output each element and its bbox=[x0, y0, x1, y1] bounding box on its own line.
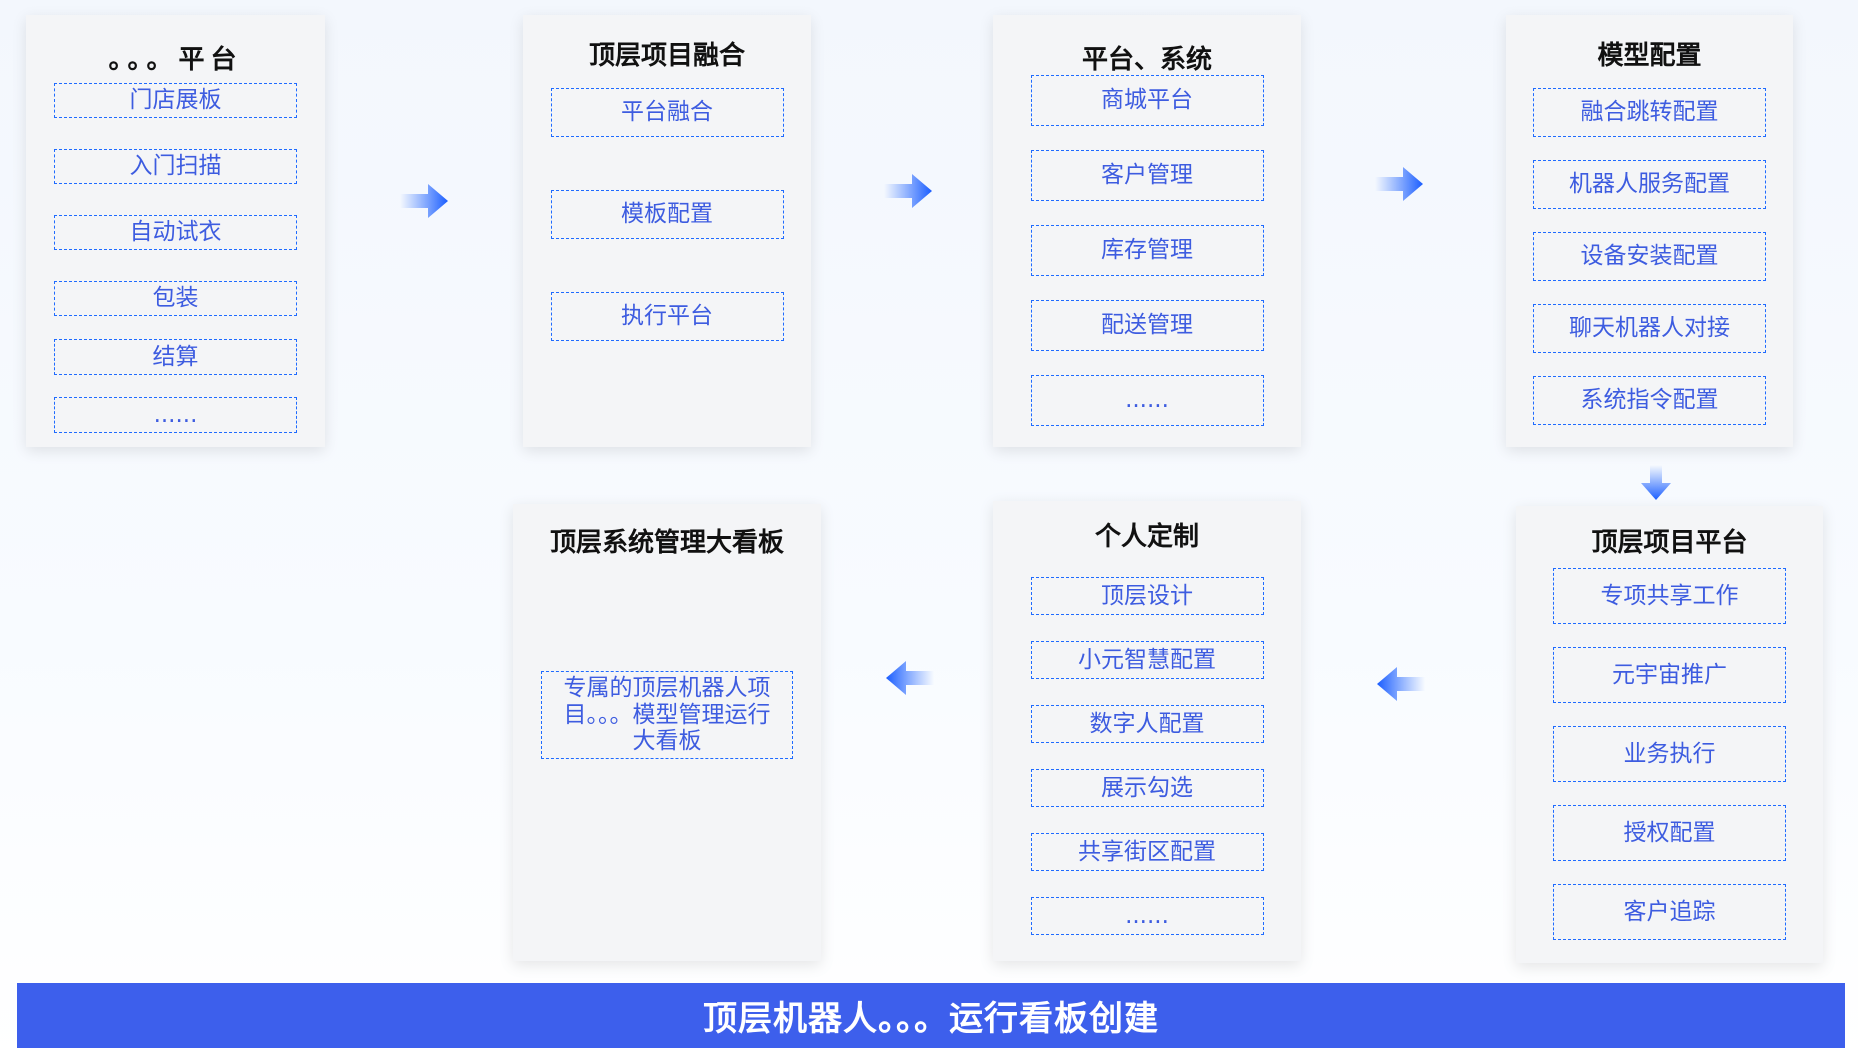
card-title: 。。。平台 bbox=[108, 45, 243, 75]
item-system-command-config[interactable]: 系统指令配置 bbox=[1533, 376, 1766, 425]
item-mall-platform[interactable]: 商城平台 bbox=[1030, 75, 1264, 126]
item-display-select[interactable]: 展示勾选 bbox=[1030, 769, 1264, 807]
item-metaverse-promotion[interactable]: 元宇宙推广 bbox=[1553, 647, 1786, 703]
card-project-fusion: 顶层项目融合 平台融合 模板配置 执行平台 bbox=[523, 15, 811, 447]
card-title: 顶层项目融合 bbox=[588, 41, 745, 71]
arrow-left-icon bbox=[886, 661, 934, 695]
card-model-config: 模型配置 融合跳转配置 机器人服务配置 设备安装配置 聊天机器人对接 系统指令配… bbox=[1506, 15, 1793, 447]
item-more[interactable]: ...... bbox=[1030, 897, 1264, 935]
item-chatbot-integration[interactable]: 聊天机器人对接 bbox=[1533, 304, 1766, 353]
item-shared-work[interactable]: 专项共享工作 bbox=[1553, 568, 1786, 624]
item-authorization-config[interactable]: 授权配置 bbox=[1553, 805, 1786, 861]
item-dashboard-description[interactable]: 专属的顶层机器人项目。。。模型管理运行大看板 bbox=[541, 671, 793, 759]
item-robot-service-config[interactable]: 机器人服务配置 bbox=[1533, 160, 1766, 209]
item-top-design[interactable]: 顶层设计 bbox=[1030, 577, 1264, 615]
arrow-right-icon bbox=[400, 184, 448, 218]
item-entry-scan[interactable]: 入门扫描 bbox=[54, 149, 297, 184]
item-customer-tracking[interactable]: 客户追踪 bbox=[1553, 884, 1786, 940]
card-platform: 。。。平台 门店展板 入门扫描 自动试衣 包装 结算 ...... bbox=[26, 15, 325, 447]
item-shared-block-config[interactable]: 共享街区配置 bbox=[1030, 833, 1264, 871]
item-device-install-config[interactable]: 设备安装配置 bbox=[1533, 232, 1766, 281]
item-more[interactable]: ...... bbox=[1030, 375, 1264, 426]
card-personal-customization: 个人定制 顶层设计 小元智慧配置 数字人配置 展示勾选 共享街区配置 .....… bbox=[993, 501, 1301, 961]
arrow-right-icon bbox=[1375, 167, 1423, 201]
item-platform-fusion[interactable]: 平台融合 bbox=[550, 88, 784, 137]
arrow-right-icon bbox=[884, 174, 932, 208]
card-title: 个人定制 bbox=[1094, 522, 1199, 552]
card-title: 顶层系统管理大看板 bbox=[549, 528, 784, 558]
item-business-execution[interactable]: 业务执行 bbox=[1553, 726, 1786, 782]
item-store-display[interactable]: 门店展板 bbox=[54, 83, 297, 118]
item-auto-tryon[interactable]: 自动试衣 bbox=[54, 215, 297, 250]
item-jump-config[interactable]: 融合跳转配置 bbox=[1533, 88, 1766, 137]
arrow-down-icon bbox=[1641, 465, 1671, 500]
item-more[interactable]: ...... bbox=[54, 397, 297, 433]
item-packaging[interactable]: 包装 bbox=[54, 281, 297, 316]
item-inventory-management[interactable]: 库存管理 bbox=[1030, 225, 1264, 276]
item-customer-management[interactable]: 客户管理 bbox=[1030, 150, 1264, 201]
item-delivery-management[interactable]: 配送管理 bbox=[1030, 300, 1264, 351]
card-title: 模型配置 bbox=[1597, 41, 1702, 71]
card-title: 平台、系统 bbox=[1081, 45, 1212, 75]
card-title: 顶层项目平台 bbox=[1591, 528, 1748, 558]
item-execution-platform[interactable]: 执行平台 bbox=[550, 292, 784, 341]
arrow-left-icon bbox=[1377, 667, 1425, 701]
footer-banner: 顶层机器人。。。运行看板创建 bbox=[17, 983, 1845, 1048]
card-platform-system: 平台、系统 商城平台 客户管理 库存管理 配送管理 ...... bbox=[993, 15, 1301, 447]
item-xiaoyuan-config[interactable]: 小元智慧配置 bbox=[1030, 641, 1264, 679]
card-management-dashboard: 顶层系统管理大看板 专属的顶层机器人项目。。。模型管理运行大看板 bbox=[513, 504, 821, 961]
card-project-platform: 顶层项目平台 专项共享工作 元宇宙推广 业务执行 授权配置 客户追踪 bbox=[1516, 506, 1823, 963]
item-template-config[interactable]: 模板配置 bbox=[550, 190, 784, 239]
item-checkout[interactable]: 结算 bbox=[54, 339, 297, 375]
item-digital-human-config[interactable]: 数字人配置 bbox=[1030, 705, 1264, 743]
